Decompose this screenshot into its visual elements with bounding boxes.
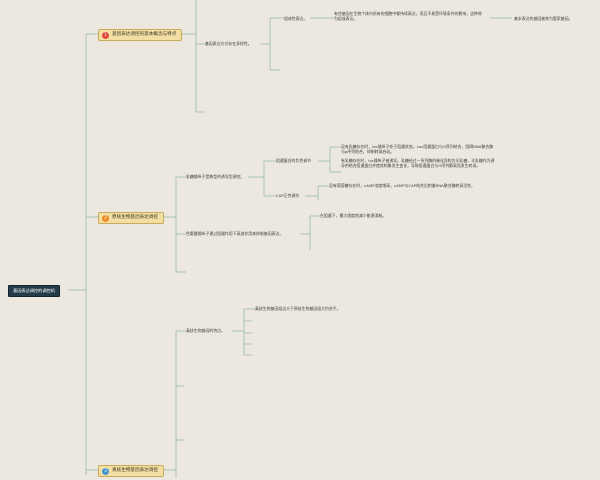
topic-2-label: 原核生物基因表达调控 — [112, 215, 158, 220]
subtopic-2-1[interactable]: 乳糖操纵子是典型的诱导型调控。 — [186, 174, 245, 179]
topic-2[interactable]: 2 原核生物基因表达调控 — [98, 212, 164, 224]
subtopic-1-1-child-1-detail[interactable]: 有些基因在生物个体内所有的细胞中都持续表达，而且不易受环境条件的影响，这种称为组… — [334, 11, 482, 22]
subtopic-1-1-child-1-note[interactable]: 基本表达的基因被称为管家基因。 — [514, 16, 573, 21]
connector-group — [68, 0, 512, 478]
root-topic[interactable]: 基因表达调控的调控机 — [8, 285, 60, 297]
subtopic-2-1-child-1-detail-2[interactable]: 有乳糖存在时，lac操纵子被诱导。乳糖经过一系列酶的催化异构为半乳糖，半乳糖作为… — [341, 158, 495, 169]
subtopic-2-2[interactable]: 色氨酸操纵子通过阻遏作用下衰减作用来抑制基因表达。 — [186, 231, 284, 236]
subtopic-3-1-child-1[interactable]: 真核生物基因组远大于原核生物基因组大约合乎。 — [255, 306, 341, 311]
subtopic-1-1[interactable]: 基因表达方式存在多样性。 — [205, 41, 252, 46]
topic-3-label: 真核生物基因表达调控 — [112, 468, 158, 473]
subtopic-3-1[interactable]: 真核生物基因的特点。 — [186, 328, 225, 333]
topic-3-number-badge: 3 — [102, 467, 109, 475]
topic-1[interactable]: 1 基因表达调控的基本概念与特点 — [98, 29, 183, 41]
subtopic-2-1-child-2[interactable]: CAP正性调节 — [276, 193, 300, 198]
subtopic-2-1-child-1[interactable]: 阻遏蛋白的负性调节 — [276, 158, 312, 163]
topic-1-number-badge: 1 — [102, 31, 109, 39]
subtopic-2-2-child-1[interactable]: 在阻遏下，最大限度地减少能源消耗。 — [320, 213, 387, 218]
topic-3[interactable]: 3 真核生物基因表达调控 — [98, 465, 164, 477]
subtopic-2-1-child-1-detail-1[interactable]: 没有乳糖存在时，lac操纵子处于阻遏状态。Lac阻遏蛋白与O序列结合，阻碍RNA… — [341, 144, 494, 155]
subtopic-2-1-child-2-detail-1[interactable]: 没有葡萄糖存在时，cAMP浓度增高，cAMP与CAP结合后刺激RNA聚合酶转录活… — [329, 183, 475, 188]
subtopic-1-1-child-1[interactable]: 组成性表达。 — [284, 16, 308, 21]
topic-2-number-badge: 2 — [102, 214, 109, 222]
topic-1-label: 基因表达调控的基本概念与特点 — [112, 32, 177, 37]
